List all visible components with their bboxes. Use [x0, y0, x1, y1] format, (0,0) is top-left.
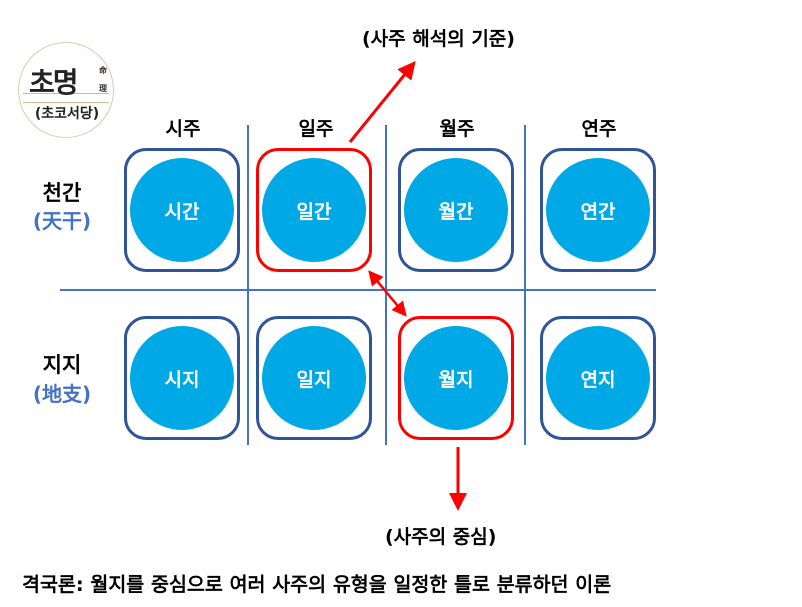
logo-main: 초명	[29, 66, 79, 99]
row-label-jiji: 지지	[42, 353, 82, 377]
cell-wolgan: 월간	[398, 148, 514, 272]
row-sub-jiji: (地支)	[32, 382, 92, 406]
cell-circle: 시간	[130, 158, 234, 262]
cell-circle: 일간	[262, 158, 366, 262]
cell-yeongan: 연간	[540, 148, 656, 272]
cell-circle: 일지	[262, 326, 366, 430]
cell-sigan: 시간	[124, 148, 240, 272]
cell-circle: 시지	[130, 326, 234, 430]
cell-circle: 월지	[404, 326, 508, 430]
cell-ilji: 일지	[256, 316, 372, 440]
cell-siji: 시지	[124, 316, 240, 440]
column-label-wol: 월주	[439, 118, 475, 140]
double-arrow-ilgan-wolji	[368, 270, 407, 317]
column-label-yeon: 연주	[581, 118, 617, 140]
arrow-to-top-note	[348, 61, 416, 143]
logo-pattern	[23, 93, 109, 103]
logo-hanja-bottom: 理	[99, 84, 107, 93]
cell-circle: 연간	[546, 158, 650, 262]
logo: 초명 命 理 (초코서당)	[18, 42, 114, 138]
row-label-cheongan: 천간	[42, 181, 82, 205]
cell-yeonji: 연지	[540, 316, 656, 440]
grid-line	[60, 289, 656, 291]
grid-line	[524, 125, 526, 445]
cell-circle: 연지	[546, 326, 650, 430]
cell-ilgan: 일간	[256, 148, 372, 272]
column-label-il: 일주	[298, 118, 334, 140]
row-sub-cheongan: (天干)	[32, 209, 92, 233]
cell-wolji: 월지	[398, 316, 514, 440]
column-label-si: 시주	[165, 118, 201, 140]
caption: 격국론: 월지를 중심으로 여러 사주의 유형을 일정한 틀로 분류하던 이론	[22, 573, 612, 596]
logo-sub: (초코서당)	[34, 106, 100, 122]
cell-circle: 월간	[404, 158, 508, 262]
annotation-top: (사주 해석의 기준)	[362, 28, 515, 50]
logo-hanja-top: 命	[99, 66, 107, 75]
annotation-bottom: (사주의 중심)	[385, 526, 497, 548]
grid-line	[247, 125, 249, 445]
